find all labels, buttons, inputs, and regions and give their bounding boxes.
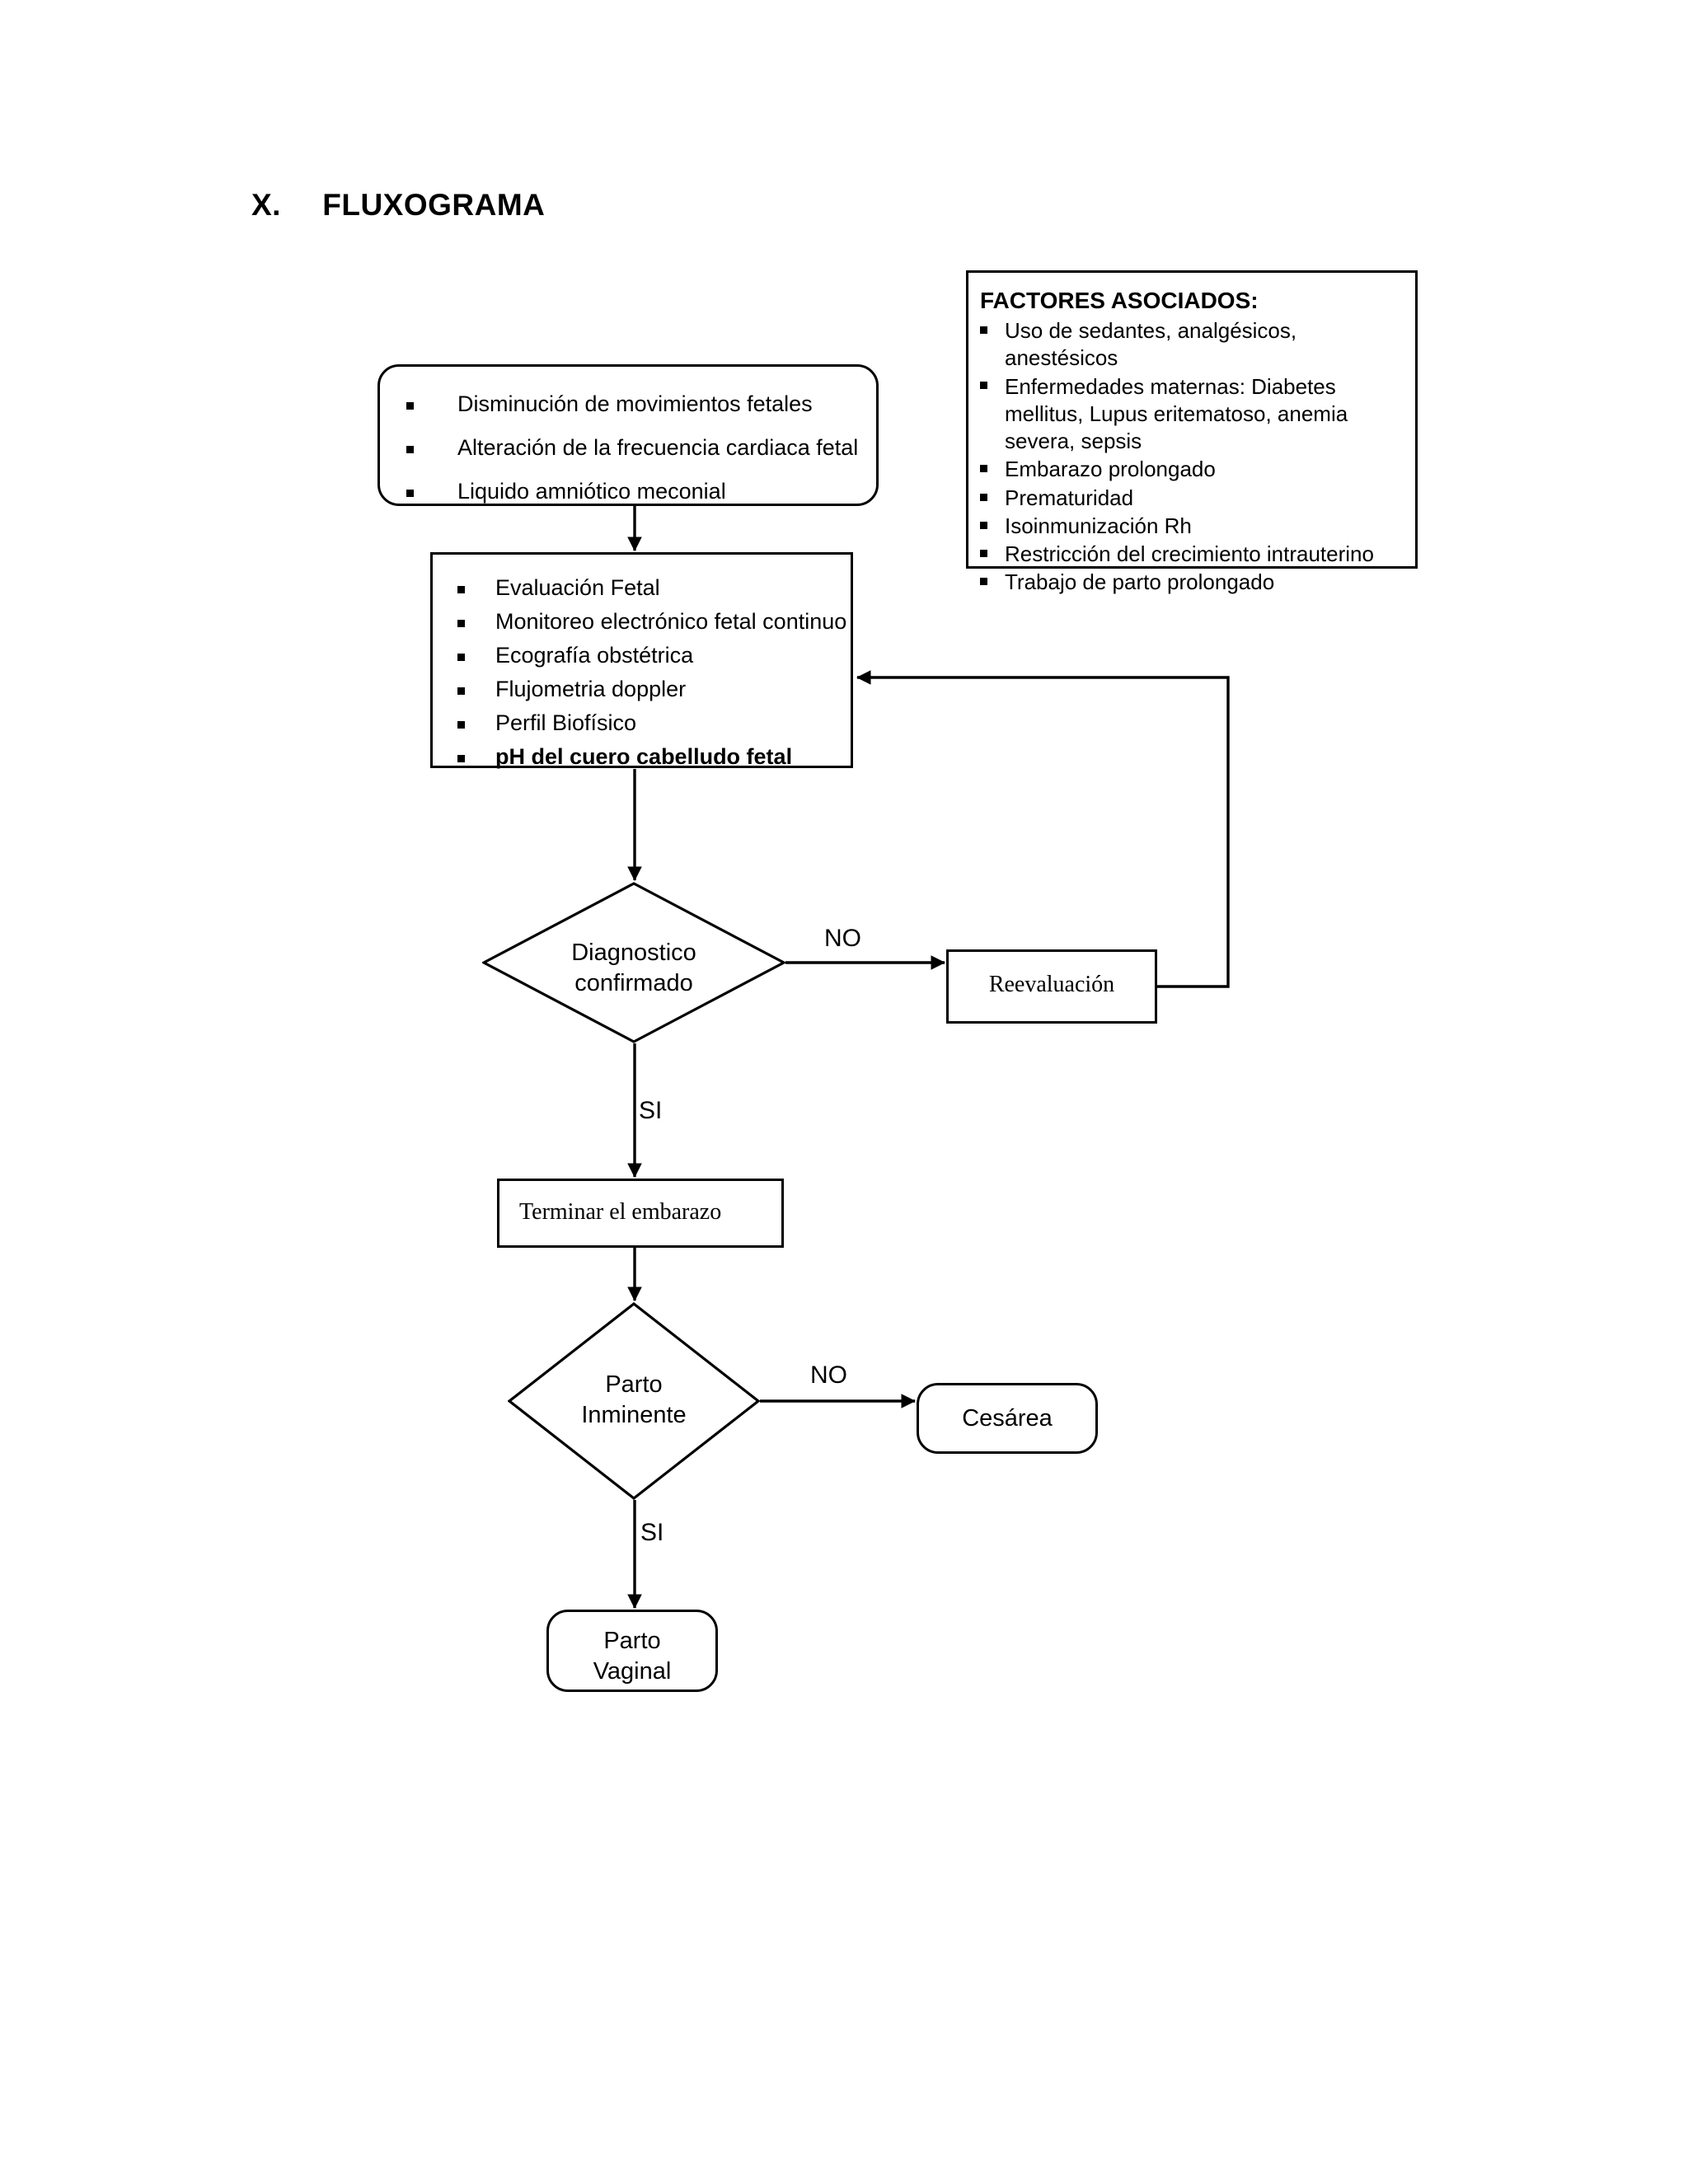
square-bullet-icon <box>980 521 987 529</box>
edge-label-diagnostico-no: NO <box>824 925 861 952</box>
list-item: Restricción del crecimiento intrauterino <box>980 541 1415 568</box>
list-item: Embarazo prolongado <box>980 456 1415 483</box>
decision-parto-label: Parto Inminente <box>581 1371 687 1429</box>
diamond-shape <box>482 882 785 1043</box>
list-item: pH del cuero cabelludo fetal <box>457 746 851 768</box>
page-title: X. FLUXOGRAMA <box>251 188 546 222</box>
diamond-shape <box>508 1302 760 1500</box>
edge-reevaluacion-feedback-loop <box>856 670 1230 988</box>
square-bullet-icon <box>457 687 465 695</box>
evaluation-box: Evaluación Fetal Monitoreo electrónico f… <box>430 552 853 768</box>
list-item: Enfermedades maternas: Diabetes mellitus… <box>980 373 1415 456</box>
square-bullet-icon <box>457 653 465 661</box>
decision-parto-inminente: Parto Inminente <box>508 1302 760 1500</box>
square-bullet-icon <box>980 493 987 501</box>
factores-list: Uso de sedantes, analgésicos, anestésico… <box>980 317 1415 597</box>
terminal-parto-vaginal: Parto Vaginal <box>546 1610 718 1692</box>
decision-diagnostico-confirmado: Diagnostico confirmado <box>482 882 785 1043</box>
square-bullet-icon <box>980 326 987 334</box>
symptoms-list: Disminución de movimientos fetales Alter… <box>406 393 876 503</box>
square-bullet-icon <box>457 754 465 762</box>
list-item: Perfil Biofísico <box>457 712 851 734</box>
edge-label-parto-si: SI <box>640 1519 664 1546</box>
process-terminar-label: Terminar el embarazo <box>519 1199 722 1225</box>
terminal-cesarea: Cesárea <box>917 1383 1098 1454</box>
list-item: Uso de sedantes, analgésicos, anestésico… <box>980 317 1415 373</box>
edge-label-diagnostico-si: SI <box>639 1097 663 1124</box>
process-reevaluacion: Reevaluación <box>946 949 1157 1024</box>
terminal-cesarea-label: Cesárea <box>962 1405 1053 1432</box>
list-item: Monitoreo electrónico fetal continuo <box>457 611 851 633</box>
list-item: Disminución de movimientos fetales <box>406 393 876 415</box>
factores-asociados-box: FACTORES ASOCIADOS: Uso de sedantes, ana… <box>966 270 1418 594</box>
square-bullet-icon <box>406 445 414 453</box>
list-item: Prematuridad <box>980 485 1415 512</box>
process-terminar-embarazo: Terminar el embarazo <box>497 1179 784 1248</box>
square-bullet-icon <box>980 578 987 586</box>
square-bullet-icon <box>406 401 414 410</box>
square-bullet-icon <box>980 465 987 473</box>
list-item: Trabajo de parto prolongado <box>980 569 1415 596</box>
square-bullet-icon <box>406 489 414 497</box>
factores-heading: FACTORES ASOCIADOS: <box>980 288 1259 313</box>
list-item: Isoinmunización Rh <box>980 513 1415 540</box>
list-item: Evaluación Fetal <box>457 577 851 599</box>
square-bullet-icon <box>980 550 987 558</box>
list-item: Ecografía obstétrica <box>457 644 851 667</box>
decision-diagnostico-label: Diagnostico confirmado <box>571 940 696 997</box>
square-bullet-icon <box>457 720 465 729</box>
symptoms-box: Disminución de movimientos fetales Alter… <box>377 364 879 506</box>
square-bullet-icon <box>457 585 465 593</box>
edge-label-parto-no: NO <box>810 1361 847 1389</box>
square-bullet-icon <box>980 382 987 390</box>
list-item: Alteración de la frecuencia cardiaca fet… <box>406 437 876 459</box>
list-item: Flujometria doppler <box>457 678 851 701</box>
list-item: Liquido amniótico meconial <box>406 480 876 503</box>
square-bullet-icon <box>457 619 465 627</box>
evaluation-list: Evaluación Fetal Monitoreo electrónico f… <box>457 577 851 768</box>
process-reevaluacion-label: Reevaluación <box>988 972 1115 997</box>
terminal-parto-vaginal-label: Parto Vaginal <box>593 1628 672 1685</box>
